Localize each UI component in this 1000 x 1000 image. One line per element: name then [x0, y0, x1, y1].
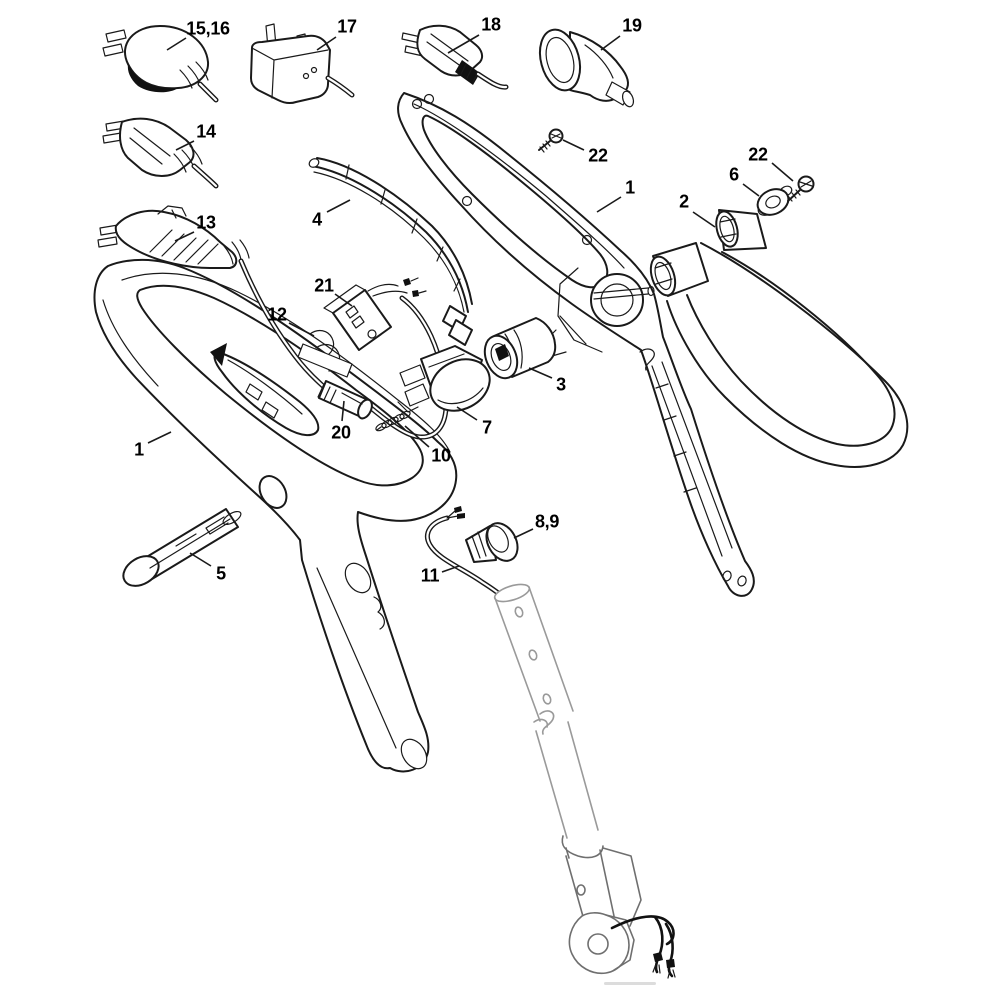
mains-plug-grounded-drawing	[97, 205, 250, 269]
switch-drawing	[323, 277, 427, 351]
callout-3: 3	[556, 374, 566, 395]
knob-drawing	[465, 522, 519, 563]
screw-right-drawing	[787, 175, 815, 202]
leader-line-6	[742, 183, 760, 197]
callout-6: 6	[729, 164, 739, 185]
callout-1-right: 1	[625, 177, 635, 198]
callout-1-left: 1	[134, 439, 144, 460]
leader-line-19	[600, 35, 621, 51]
bracket-drawing	[297, 329, 353, 378]
leader-line-22-middle	[562, 139, 585, 151]
leader-lines	[147, 34, 794, 573]
cable-sleeve-drawing	[317, 380, 373, 420]
callout-21: 21	[314, 275, 334, 296]
leader-line-18	[447, 34, 480, 54]
callout-11: 11	[420, 565, 440, 586]
callout-5: 5	[216, 563, 226, 584]
mains-plug-au-drawing	[102, 25, 219, 103]
callout-15-16: 15,16	[186, 18, 230, 39]
callout-13: 13	[196, 212, 216, 233]
callout-20: 20	[331, 422, 351, 443]
pin-drawing	[122, 508, 242, 587]
leader-line-1-right	[596, 196, 622, 213]
leader-line-15-16	[166, 37, 187, 51]
callout-22-middle: 22	[588, 145, 608, 166]
callout-12: 12	[267, 304, 287, 325]
leader-line-13	[174, 231, 195, 242]
watermark-line	[604, 982, 656, 985]
spring-drawing	[375, 410, 411, 432]
leader-line-3	[528, 367, 553, 379]
drive-shaft-drawing	[493, 583, 676, 979]
mains-plug-uk-drawing	[250, 23, 355, 105]
leader-line-8-9	[513, 528, 534, 539]
leader-line-5	[189, 552, 212, 567]
callout-7: 7	[482, 417, 492, 438]
callout-8-9: 8,9	[534, 511, 560, 532]
callout-18: 18	[481, 14, 501, 35]
leader-line-20	[341, 400, 345, 422]
leader-line-11	[441, 565, 460, 573]
leader-line-2	[692, 211, 716, 228]
housing-right-drawing	[397, 92, 755, 597]
leader-line-14	[175, 140, 195, 151]
leader-line-22-right	[771, 162, 794, 182]
leader-line-4	[326, 199, 351, 213]
housing-left-drawing	[93, 258, 458, 773]
callout-2: 2	[679, 191, 689, 212]
callout-22-right: 22	[748, 144, 768, 165]
leader-line-17	[316, 36, 337, 51]
mains-plug-flat-drawing	[102, 117, 219, 189]
trigger-block-drawing	[397, 345, 491, 413]
washer-drawing	[756, 185, 793, 216]
screw-middle-drawing	[538, 128, 564, 153]
callout-19: 19	[622, 15, 642, 36]
leader-line-12	[288, 322, 315, 337]
leader-line-21	[334, 293, 353, 307]
callout-10: 10	[431, 445, 451, 466]
mains-plug-eu-drawing	[401, 24, 509, 90]
leader-line-10	[404, 425, 430, 448]
callout-17: 17	[337, 16, 357, 37]
leader-line-1-left	[147, 431, 172, 444]
cable-coupling-drawing	[538, 28, 635, 108]
leader-line-7	[456, 406, 478, 421]
lever-drawing	[308, 157, 473, 346]
coupler-drawing	[483, 317, 557, 380]
callout-4: 4	[312, 209, 322, 230]
short-cable-drawing	[424, 506, 507, 601]
callout-14: 14	[196, 121, 216, 142]
